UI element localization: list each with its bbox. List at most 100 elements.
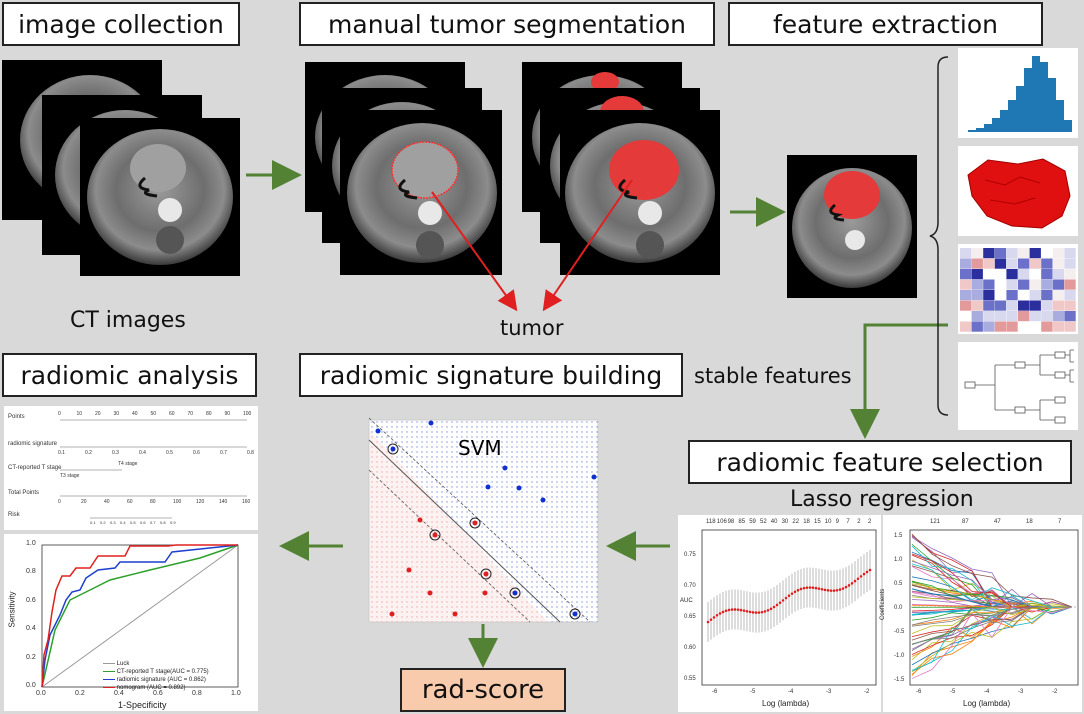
coef-y-tick: 1.5: [894, 533, 903, 539]
auc-point: [814, 586, 818, 590]
roc-legend-nomogram: nomogram (AUC = 0.892): [103, 684, 209, 692]
coef-x-tick: -5: [950, 689, 956, 695]
heatmap-cell: [971, 269, 983, 280]
auc-point: [748, 610, 752, 614]
auc-x-tick: -6: [712, 689, 718, 695]
auc-point: [742, 609, 746, 612]
auc-point: [865, 570, 869, 574]
heatmap-cell: [994, 321, 1007, 332]
auc-top-tick: 85: [738, 519, 746, 525]
nomo-total-tick: 0: [58, 499, 61, 505]
heatmap-cell: [1041, 269, 1053, 280]
heatmap-cell: [1041, 321, 1053, 332]
coef-y-tick: 0.0: [894, 605, 903, 611]
heatmap-cell: [1052, 248, 1065, 259]
heatmap-cell: [1041, 258, 1053, 269]
coef-top-tick: 18: [1026, 519, 1033, 525]
heatmap-cell: [1052, 279, 1065, 290]
nomo-risk-tick: 0.4: [120, 520, 126, 525]
roc-x-tick: 0.0: [36, 690, 46, 697]
heatmap-cell: [1018, 290, 1030, 301]
roc-y-tick: 0.8: [26, 568, 36, 576]
coef-x-tick: -3: [1018, 689, 1024, 695]
coef-y-tick: 1.0: [894, 557, 903, 563]
roc-y-tick: 0.2: [26, 653, 36, 661]
heatmap-cell: [1018, 279, 1030, 290]
roc-y-tick: 0.0: [26, 682, 36, 689]
heatmap-cell: [1029, 279, 1041, 290]
nomo-row-tstage: CT-reported T stage: [8, 465, 62, 471]
heatmap-cell: [1018, 258, 1030, 269]
title-feature-selection: radiomic feature selection: [688, 440, 1072, 484]
auc-point: [718, 612, 722, 615]
coef-y-tick: -1.5: [894, 677, 905, 683]
feature-heatmap: [958, 244, 1078, 334]
heatmap-cell: [1041, 300, 1053, 311]
nomo-signature-tick: 0.1: [58, 450, 65, 456]
heatmap-cell: [994, 279, 1007, 290]
heatmap-cell: [1064, 248, 1076, 259]
heatmap-cell: [983, 321, 995, 332]
heatmap-cell: [1064, 311, 1076, 322]
nomo-row-risk: Risk: [8, 512, 20, 518]
auc-top-tick: 98: [727, 519, 735, 525]
heatmap-cell: [1052, 321, 1065, 332]
nomo-points-tick: 70: [187, 411, 194, 417]
auc-y-tick: 0.70: [684, 583, 696, 589]
auc-point: [751, 611, 755, 614]
heatmap-cell: [1052, 311, 1065, 322]
auc-point: [862, 572, 866, 576]
auc-point: [760, 610, 764, 614]
heatmap-cell: [1018, 321, 1030, 332]
heatmap-cell: [983, 300, 995, 311]
heatmap-cell: [1064, 269, 1076, 280]
nomo-risk-tick: 0.3: [110, 520, 116, 525]
coef-top-tick: 7: [1058, 519, 1062, 525]
nomo-points-tick: 60: [169, 411, 175, 417]
auc-top-tick: 59: [749, 519, 756, 525]
auc-point: [841, 587, 845, 590]
tumor-label: tumor: [500, 316, 564, 340]
auc-point: [859, 575, 863, 578]
auc-point: [844, 585, 848, 589]
auc-point: [850, 582, 854, 585]
auc-point: [733, 608, 737, 611]
heatmap-cell: [1052, 300, 1065, 311]
auc-point: [784, 596, 788, 600]
title-manual-segmentation: manual tumor segmentation: [299, 2, 715, 46]
roc-x-tick: 0.8: [192, 690, 202, 697]
coef-x-tick: -4: [984, 689, 990, 695]
heatmap-cell: [971, 279, 983, 290]
auc-point: [823, 588, 827, 592]
coef-path: [911, 533, 1073, 608]
nomo-total-tick: 100: [173, 499, 182, 505]
nomo-total-tick: 140: [219, 499, 228, 505]
auc-top-tick: 106: [716, 519, 727, 525]
auc-top-tick: 2: [868, 519, 872, 525]
nomo-points-tick: 90: [224, 411, 231, 417]
nomo-points-tick: 40: [132, 411, 138, 417]
heatmap-cell: [1018, 269, 1030, 280]
nomo-total-tick: 160: [242, 499, 251, 505]
auc-point: [721, 610, 725, 614]
nomo-total-tick: 40: [104, 499, 110, 505]
coef-top-tick: 87: [962, 519, 969, 525]
auc-point: [796, 588, 800, 592]
nomo-total-tick: 80: [150, 499, 156, 505]
heatmap-cell: [960, 290, 972, 301]
nomo-row-total: Total Points: [8, 490, 40, 496]
coef-y-tick: -1.0: [894, 653, 905, 659]
heatmap-cell: [1064, 279, 1076, 290]
heatmap-cell: [1018, 311, 1030, 322]
heatmap-cell: [1006, 279, 1018, 290]
auc-point: [730, 608, 734, 611]
nomo-points-tick: 80: [206, 411, 212, 417]
nomo-total-tick: 60: [127, 499, 133, 505]
nomo-points-tick: 10: [76, 411, 83, 417]
coef-xlabel: Log (lambda): [963, 699, 1011, 708]
heatmap-cell: [1052, 290, 1065, 301]
heatmap-cell: [1029, 311, 1041, 322]
feature-tree: [958, 342, 1078, 430]
auc-point: [787, 594, 791, 598]
heatmap-cell: [971, 248, 983, 259]
